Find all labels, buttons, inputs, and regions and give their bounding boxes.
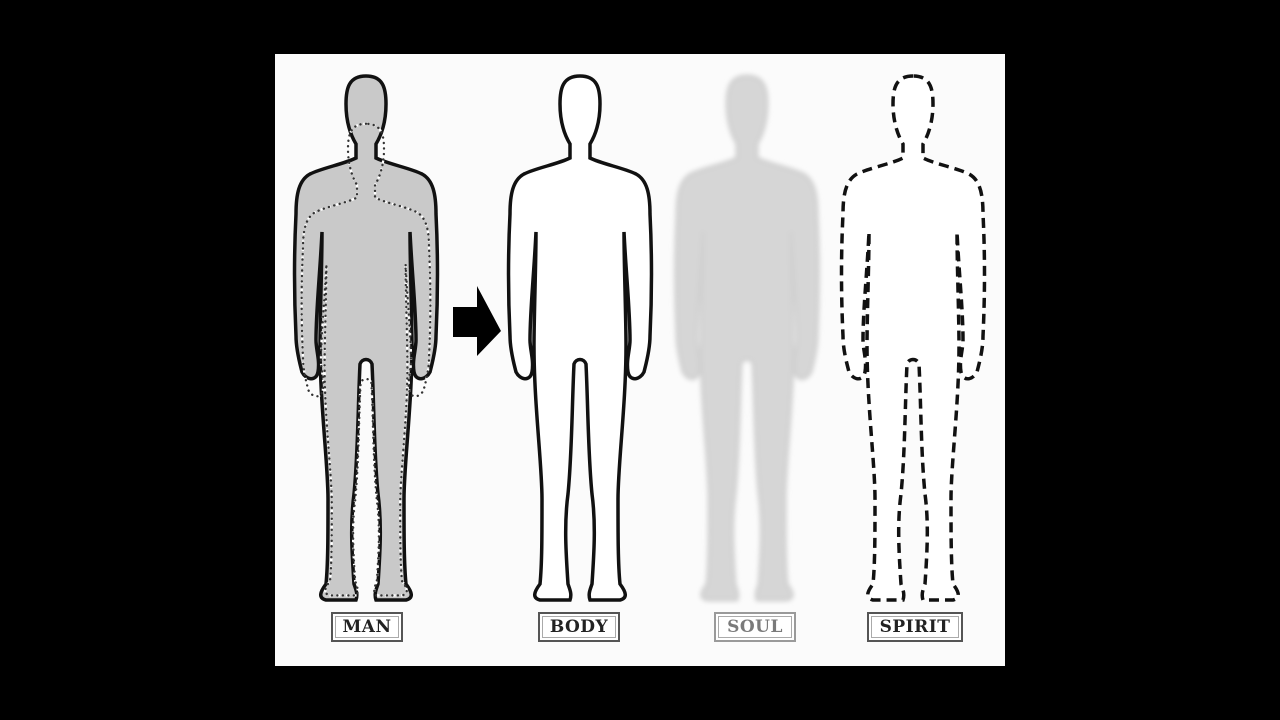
man-figure [292, 74, 440, 602]
right-arrow-icon [453, 286, 501, 356]
soul-figure [674, 74, 820, 602]
diagram-panel: MAN BODY SOUL SPIRIT [275, 54, 1005, 666]
body-label: BODY [538, 612, 620, 642]
soul-label: SOUL [714, 612, 796, 642]
man-label: MAN [331, 612, 403, 642]
figures-svg [292, 74, 987, 602]
spirit-label: SPIRIT [867, 612, 963, 642]
spirit-figure [839, 74, 987, 602]
body-figure [506, 74, 654, 602]
